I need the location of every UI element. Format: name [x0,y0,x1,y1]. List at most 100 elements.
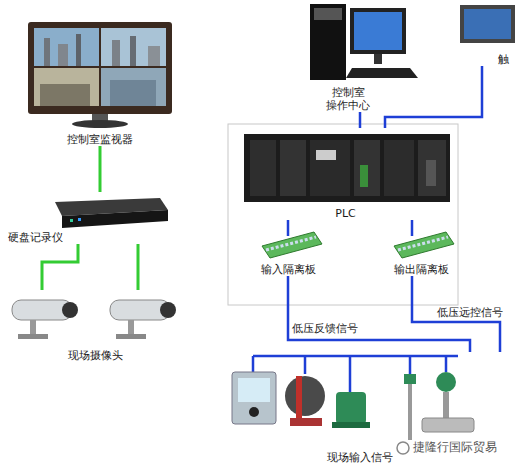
flowmeter-pipe [422,418,474,432]
signal-wire [359,112,362,128]
plc-module [418,140,446,196]
touch-art [460,5,515,43]
camera-mount [128,320,134,336]
monitor-node: 控制室监视器 [25,20,175,146]
pull-switch [285,376,325,416]
node-label: PLC [335,207,355,220]
camera-mount [18,334,48,339]
tower [148,46,160,66]
dvr-light [70,219,73,222]
plc-frame [228,124,458,305]
node-label: 触 [498,53,509,66]
plc-module [310,140,350,196]
signal-drop [445,356,448,372]
screen-panel [34,28,99,66]
camera-lens [62,302,78,318]
field-art [232,356,474,440]
isolation-board-node: 输入隔离板 [250,236,326,276]
screen-panel [34,68,99,106]
plc-module [250,140,276,196]
camera-lens [160,302,176,318]
node-label: 输出隔离板 [394,263,449,276]
green-device-base [332,422,370,428]
pc-art [310,4,418,80]
pc-keyboard [346,68,418,78]
control-knob [249,407,259,417]
touch-frame [460,5,515,43]
signal-wire [385,66,482,128]
sensor-rod [408,384,412,440]
plc-module [354,140,380,196]
node-label: 现场输入信号 [327,451,393,464]
pc-tower [310,4,346,80]
plc-terminal [426,160,436,186]
node-label: 硬盘记录仪 [8,231,63,244]
control-box-face [238,378,270,402]
tower [76,34,81,66]
touch-screen [464,9,511,39]
plc-node: PLC [238,128,453,220]
sensor-head [404,374,416,384]
dvr-front [62,210,168,228]
plc-display [316,150,336,160]
signal-label: 低压远控信号 [437,306,503,319]
dvr-art [55,198,168,228]
touch-node: 触 [455,0,517,66]
output-board-art [394,232,454,258]
monitor-frame [28,22,172,114]
pc-screen-glass [354,12,402,50]
watermark-icon [397,442,409,454]
camera-art [12,300,176,339]
signal-drop [304,356,307,374]
green-device [336,392,366,424]
signal-wire [99,146,102,192]
pull-switch-base [290,418,322,426]
signal-drop [349,356,352,392]
input-board-art [262,232,322,258]
control-box [232,372,276,424]
screen-panel [101,28,166,66]
dvr-node: 硬盘记录仪 [0,192,170,244]
tower [58,44,68,66]
tower [44,38,50,66]
plc-module [280,140,306,196]
node-label: 输入隔离板 [261,263,316,276]
board-terminals [266,237,316,250]
pull-switch-bar [296,376,302,424]
flowmeter-stem [443,392,449,418]
pc-stand [374,54,382,64]
camera-node: 现场摄像头 [0,290,190,362]
node-label: 控制室监视器 [67,133,133,146]
dvr-light [78,218,81,221]
flowmeter-head [436,372,456,392]
board-terminals [398,237,448,250]
isolation-board [262,232,322,258]
plant [40,84,90,106]
tower [130,36,136,66]
isolation-board [394,232,454,258]
signal-wire [287,220,290,236]
tower [112,40,120,66]
plc-module [384,140,414,196]
camera-mount [30,320,36,336]
node-label: 控制室 操作中心 [322,86,374,112]
signal-drop [409,356,412,374]
plc-rack [244,134,450,202]
signal-bus [253,355,458,358]
signal-wire [411,220,414,236]
plant [110,80,156,106]
screen-panel [101,68,166,106]
pc-tower-front [314,8,342,20]
monitor-base [72,120,128,128]
pc-node: 控制室 操作中心 [300,0,410,112]
monitor-art [28,22,172,128]
signal-drop [252,356,255,372]
plc-terminal [360,165,368,187]
signal-label: 低压反馈信号 [292,322,358,335]
signal-wire [42,244,138,290]
node-label: 现场摄像头 [68,349,123,362]
pc-screen [350,8,406,54]
camera-mount [116,334,146,339]
